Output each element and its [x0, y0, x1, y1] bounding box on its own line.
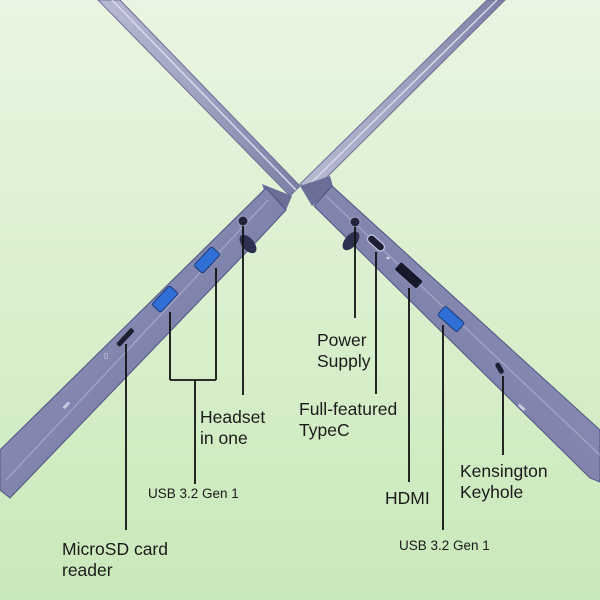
callout-lines: [125, 226, 504, 530]
label-headset-line2: in one: [200, 427, 248, 448]
left-laptop-lid: [97, 0, 301, 197]
left-microsd-slot: [116, 328, 135, 347]
right-kensington-slot: [495, 362, 504, 374]
left-laptop-hinge: [262, 184, 292, 210]
left-headset-port: [237, 215, 249, 227]
right-typec-port: [366, 234, 386, 252]
label-microsd: MicroSD card reader: [62, 539, 168, 580]
right-usb-port: [437, 306, 465, 332]
label-usb-right: USB 3.2 Gen 1: [399, 538, 490, 553]
callout-usb-left: [169, 268, 217, 484]
right-laptop-base: [313, 185, 600, 483]
label-power-line1: Power: [317, 330, 367, 350]
label-microsd-line1: MicroSD card: [62, 539, 168, 559]
label-kensington: Kensington Keyhole: [460, 461, 548, 502]
right-power-port: [349, 216, 361, 228]
left-usb-port-2: [152, 285, 178, 313]
left-sd-glyph: ▯: [104, 351, 108, 360]
left-laptop: ▯: [0, 0, 301, 499]
right-hdmi-port: [394, 261, 424, 290]
label-headset: Headset in one: [200, 407, 265, 448]
label-typec-line2: TypeC: [299, 419, 350, 440]
left-usb-port-1: [194, 246, 220, 274]
label-headset-line1: Headset: [200, 407, 266, 427]
label-microsd-line2: reader: [62, 559, 113, 580]
label-power-line2: Supply: [317, 350, 371, 371]
label-typec-line1: Full-featured: [299, 399, 398, 419]
right-laptop-hinge: [300, 176, 334, 206]
label-power: Power Supply: [317, 330, 371, 371]
label-typec: Full-featured TypeC: [299, 399, 397, 440]
label-kensington-line1: Kensington: [460, 461, 548, 481]
label-usb-left: USB 3.2 Gen 1: [148, 486, 239, 501]
left-laptop-base: [0, 187, 287, 499]
label-hdmi: HDMI: [385, 488, 430, 508]
label-kensington-line2: Keyhole: [460, 481, 524, 502]
